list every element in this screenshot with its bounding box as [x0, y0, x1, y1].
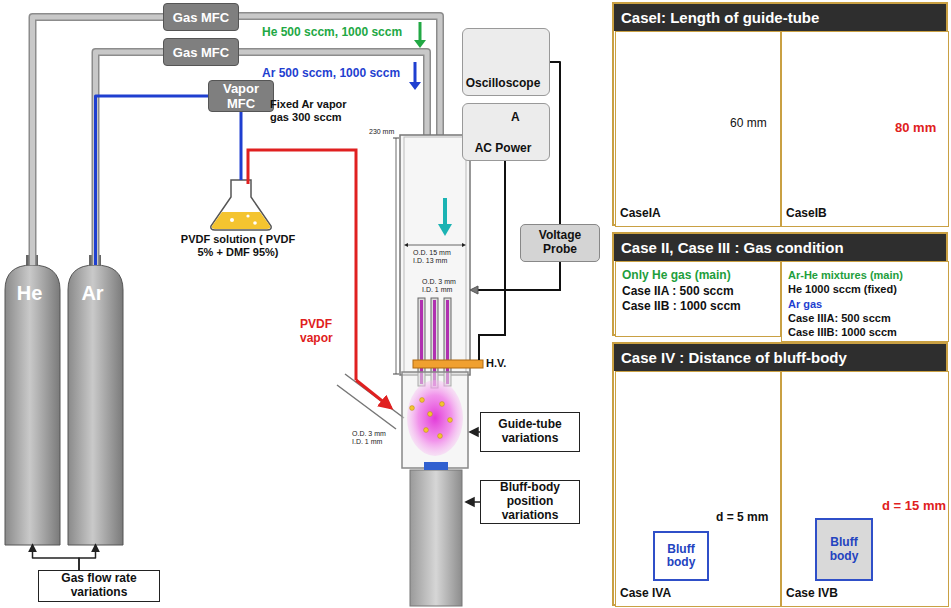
node-text: d = 5 mm: [716, 510, 768, 524]
connector: [96, 52, 164, 265]
node-text: 60 mm: [730, 116, 767, 130]
probe-box: Voltage Probe: [520, 224, 600, 262]
guide-tube: [402, 372, 468, 468]
pointer-arrow: [466, 428, 480, 506]
node-text: PVDF solution ( PVDF 5% + DMF 95%): [173, 233, 303, 259]
connector-line: [96, 52, 164, 265]
solution-flask: PVDF solution ( PVDF 5% + DMF 95%): [176, 180, 306, 260]
node-text: Case IVA: [620, 586, 671, 600]
node-text: He 1000 sccm (fixed): [788, 282, 897, 296]
node-text: Bluff body: [655, 543, 707, 569]
annotation-label: I.D. 1 mm: [352, 438, 382, 445]
mfc-box: Vapor MFC: [208, 80, 274, 112]
case-cell: d = 15 mm Case IVB Bluff body: [781, 371, 949, 607]
case-cell: Only He gas (main)Case IIA : 500 sccmCas…: [615, 261, 781, 337]
node-text: Case IIIA: 500 sccm: [788, 311, 891, 325]
annotation-label: Fixed Ar vapor gas 300 sccm: [270, 98, 354, 124]
case-panel: Case IV : Distance of bluff-bodyd = 5 mm…: [612, 342, 948, 606]
vapor-line: [248, 150, 404, 429]
connector-line: [33, 17, 164, 265]
node-text: Voltage Probe: [521, 229, 599, 257]
node-text: 80 mm: [895, 120, 936, 135]
node-text: Case IIB : 1000 sccm: [622, 299, 741, 315]
node-text: Ar: [65, 282, 120, 305]
node-text: Ar gas: [788, 297, 822, 311]
annotation-label: 230 mm: [369, 128, 394, 135]
annotation-label: Ar 500 sccm, 1000 sccm: [262, 66, 400, 80]
node-text: Ar-He mixtures (main): [788, 268, 903, 282]
flow-arrow: [409, 22, 426, 90]
annotation-label: O.D. 15 mm: [413, 249, 451, 256]
node-text: Bluff body: [817, 536, 871, 562]
node-text: He: [2, 282, 57, 305]
gas-cylinder: He: [5, 265, 60, 545]
variation-box: Gas flow rate variations: [38, 570, 160, 602]
node-text: Only He gas (main): [622, 268, 731, 284]
connector: [241, 112, 242, 180]
pvdf-flask: [211, 180, 271, 230]
case-cell: d = 5 mm Case IVA Bluff body: [615, 371, 781, 607]
instrument-box: Oscilloscope: [462, 28, 550, 96]
node-text: Case IVB: [786, 586, 838, 600]
annotation-label: I.D. 1 mm: [422, 286, 452, 293]
node-text: CaseIA: [620, 206, 661, 220]
case-cell: Ar-He mixtures (main)He 1000 sccm (fixed…: [781, 261, 949, 342]
annotation-label: O.D. 3 mm: [352, 430, 386, 437]
case-cell: 80 mm CaseIB: [781, 31, 949, 227]
node-text: AC Power: [459, 141, 547, 155]
connector: [33, 17, 164, 265]
variation-box: Bluff-body position variations: [480, 480, 580, 524]
connector-line: [79, 545, 96, 570]
node-text: Gas MFC: [173, 45, 229, 60]
case-panel: Case II, Case III : Gas conditionOnly He…: [612, 232, 948, 336]
bluff-body-box: Bluff body: [815, 518, 873, 581]
node-text: d = 15 mm: [882, 498, 946, 513]
annotation-label: PVDF vapor: [300, 318, 354, 346]
node-text: Gas flow rate variations: [41, 572, 157, 600]
node-text: A: [511, 110, 535, 124]
mfc-box: Gas MFC: [163, 38, 239, 66]
annotation-label: I.D. 13 mm: [413, 257, 447, 264]
bluff-body: [410, 462, 462, 606]
case-panel: CaseI: Length of guide-tube 60 mm CaseIA 80…: [612, 2, 948, 226]
node-text: Case IIA : 500 sccm: [622, 284, 734, 300]
connector: [33, 545, 80, 570]
connector-line: [240, 112, 243, 180]
case-cell: 60 mm CaseIA: [615, 31, 781, 227]
gas-pipe: [238, 16, 440, 136]
node-text: Case IV : Distance of bluff-body: [614, 344, 946, 371]
bluff-body-box: Bluff body: [653, 531, 709, 581]
connector-line: [550, 62, 560, 224]
variation-box: Guide-tube variations: [480, 412, 580, 452]
node-text: Vapor MFC: [209, 81, 273, 111]
node-text: CaseIB: [786, 206, 827, 220]
node-text: Gas MFC: [173, 10, 229, 25]
annotation-label: H.V.: [486, 357, 506, 369]
instrument-box: A AC Power: [462, 103, 550, 161]
node-text: Bluff-body position variations: [483, 481, 577, 522]
jet-tube: [393, 135, 483, 388]
node-text: Oscilloscope: [459, 76, 547, 90]
node-text: CaseI: Length of guide-tube: [614, 4, 946, 31]
node-text: Case IIIB: 1000 sccm: [788, 325, 897, 339]
pipe-core: [96, 52, 164, 265]
gas-cylinder: Ar: [68, 265, 123, 545]
pipe-core: [33, 17, 164, 265]
annotation-label: He 500 sccm, 1000 sccm: [262, 25, 402, 39]
connector: [79, 545, 96, 570]
node-text: Guide-tube variations: [483, 418, 577, 446]
connector: [550, 62, 560, 224]
connector-line: [33, 545, 80, 570]
node-text: Case II, Case III : Gas condition: [614, 234, 946, 261]
annotation-label: O.D. 3 mm: [422, 278, 456, 285]
mfc-box: Gas MFC: [163, 3, 239, 31]
